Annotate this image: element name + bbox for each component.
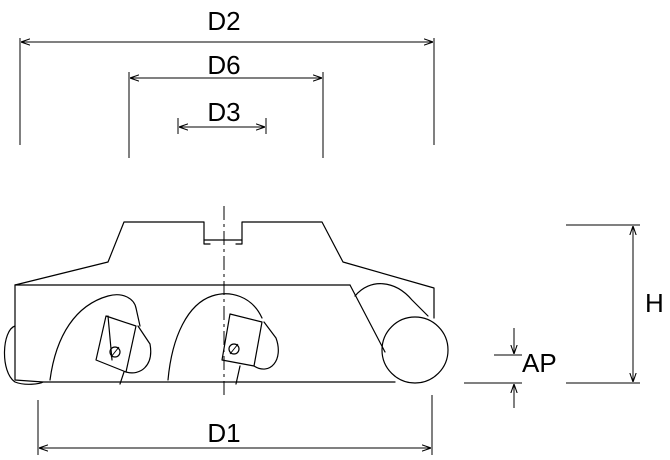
middle-flute bbox=[167, 293, 263, 381]
chip-pocket-edge bbox=[349, 284, 386, 353]
d6-label: D6 bbox=[207, 50, 240, 80]
right-round-insert bbox=[381, 316, 449, 384]
chip-pocket-curve bbox=[354, 283, 429, 317]
cutter-body bbox=[3, 221, 449, 385]
dimension-h: H bbox=[566, 224, 664, 384]
keyway-notch bbox=[203, 239, 243, 245]
left-insert-wedge bbox=[125, 325, 152, 374]
left-flute bbox=[49, 294, 137, 381]
left-flute-edge bbox=[135, 307, 141, 327]
dimension-d3: D3 bbox=[177, 97, 267, 134]
middle-insert-detail bbox=[235, 365, 241, 385]
left-insert-screw-slot bbox=[110, 346, 120, 358]
d2-label: D2 bbox=[207, 6, 240, 36]
middle-insert-screw bbox=[228, 343, 240, 355]
left-insert bbox=[3, 325, 44, 385]
dimension-d1: D1 bbox=[37, 395, 433, 455]
left-insert-seat bbox=[95, 315, 137, 373]
ap-label: AP bbox=[522, 348, 557, 378]
left-insert-detail bbox=[107, 315, 125, 385]
d1-label: D1 bbox=[207, 418, 240, 448]
h-label: H bbox=[645, 288, 664, 318]
middle-insert-wedge bbox=[253, 321, 279, 370]
middle-insert-seat bbox=[221, 313, 263, 367]
middle-insert-screw-slot bbox=[229, 343, 239, 355]
dimension-d6: D6 bbox=[128, 50, 324, 158]
cutter-body-outline bbox=[14, 284, 396, 383]
d3-label: D3 bbox=[207, 97, 240, 127]
left-insert-screw bbox=[109, 346, 121, 358]
dimension-ap: AP bbox=[464, 328, 557, 408]
dimension-d2: D2 bbox=[19, 6, 435, 145]
